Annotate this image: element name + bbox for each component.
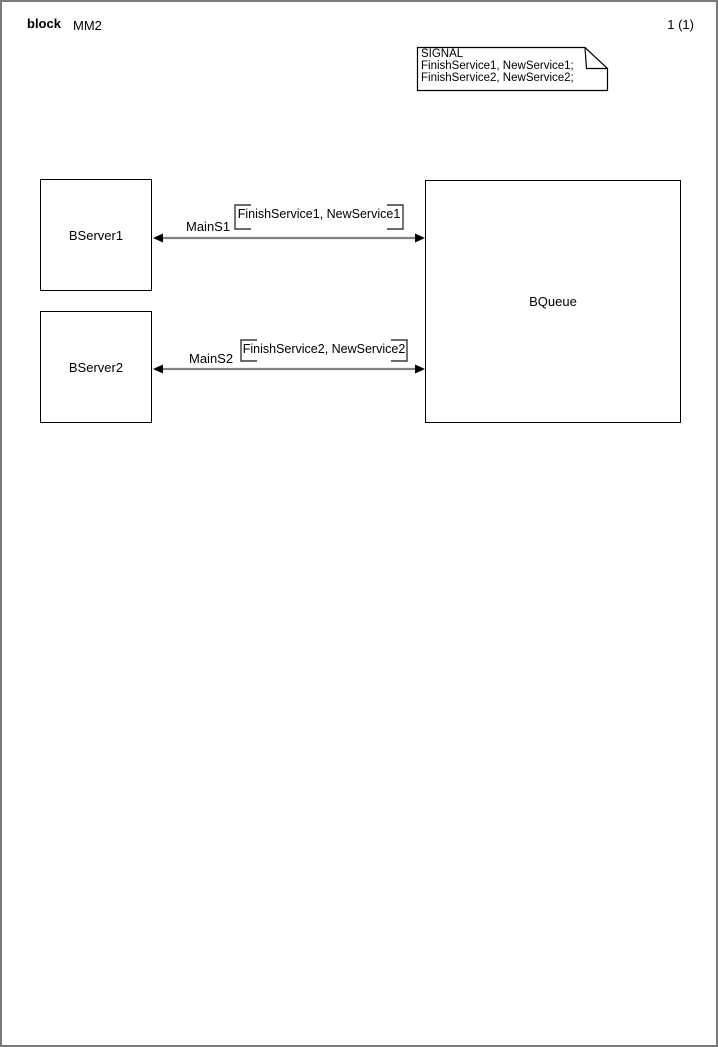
page-number: 1 (1) xyxy=(667,17,694,32)
block-label: BServer2 xyxy=(68,359,124,375)
signal-declaration-line: FinishService2, NewService2; xyxy=(421,72,574,84)
block-symbol-bserver1[interactable]: BServer1 xyxy=(40,179,152,291)
channel-mains2-name[interactable]: MainS2 xyxy=(189,351,234,366)
channel-mains1-signal-list[interactable]: FinishService1, NewService1 xyxy=(237,207,401,221)
channel-mains1-arrowhead-left xyxy=(153,233,163,243)
block-symbol-bqueue[interactable]: BQueue xyxy=(425,180,681,423)
channel-mains1-name[interactable]: MainS1 xyxy=(186,219,231,234)
block-symbol-bserver2[interactable]: BServer2 xyxy=(40,311,152,423)
block-label: BServer1 xyxy=(68,227,124,243)
channel-mains1-arrowhead-right xyxy=(415,233,425,243)
channel-mains2-arrowhead-left xyxy=(153,364,163,374)
channel-mains2-arrowhead-right xyxy=(415,364,425,374)
channel-mains2-signal-list[interactable]: FinishService2, NewService2 xyxy=(242,342,406,356)
signal-declaration-keyword: SIGNAL xyxy=(421,48,464,60)
diagram-name: MM2 xyxy=(73,18,102,33)
diagram-kind-label: block xyxy=(27,16,61,31)
block-label: BQueue xyxy=(529,294,577,309)
signal-declaration-text[interactable]: SIGNAL FinishService1, NewService1; Fini… xyxy=(421,48,603,84)
signal-declaration-line: FinishService1, NewService1; xyxy=(421,60,574,72)
